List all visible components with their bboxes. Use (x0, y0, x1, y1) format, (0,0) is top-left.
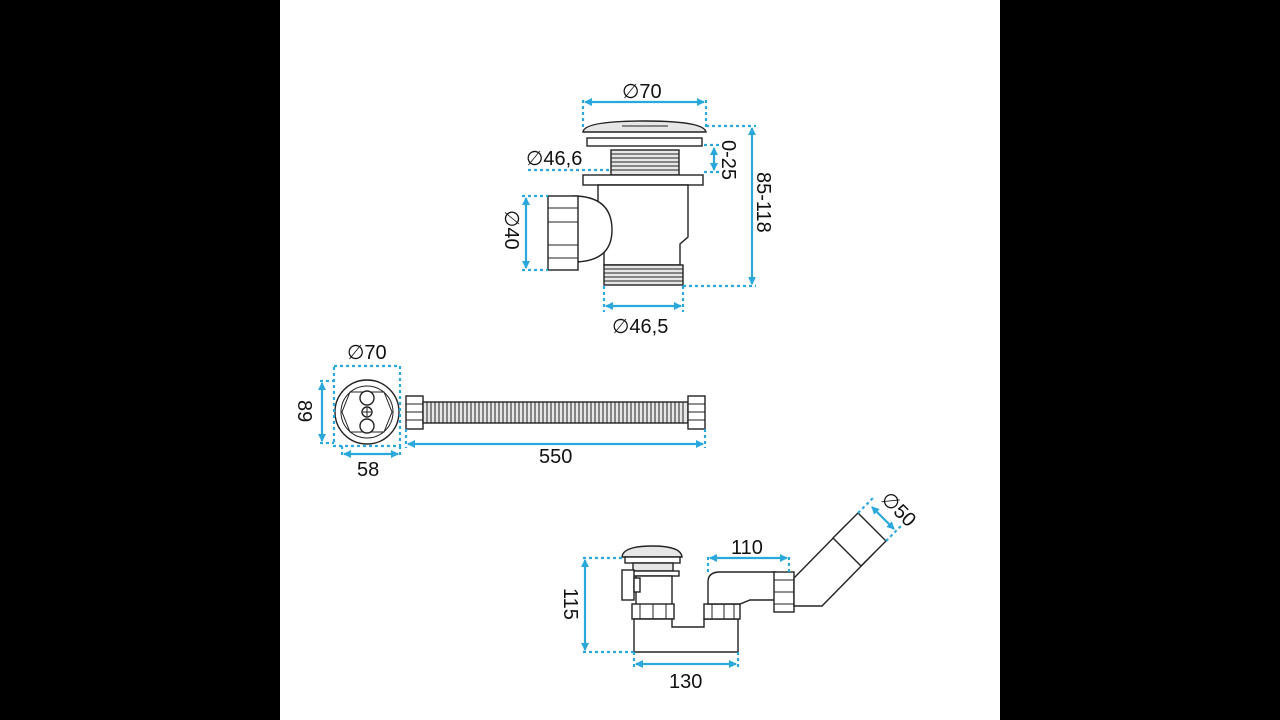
siphon-body (635, 575, 673, 607)
side-inlet (621, 569, 635, 601)
dim-top-diameter: ∅70 (622, 81, 662, 103)
dim-siphon-height: 115 (559, 588, 581, 620)
dim-outlet-diameter: ∅50 (876, 488, 920, 532)
cap-rim (586, 137, 703, 147)
side-nut (547, 195, 579, 271)
siphon-assembly-view: 115 110 ∅50 130 (559, 488, 920, 693)
dim-bottom-diameter: ∅46,5 (612, 316, 668, 338)
elbow-pipe (707, 571, 777, 605)
bottom-thread (603, 264, 684, 286)
dim-adjust-range: 0-25 (717, 140, 739, 180)
dim-side-diameter: ∅40 (500, 210, 522, 250)
side-elbow (572, 195, 613, 263)
flange (582, 174, 704, 186)
dim-height-range: 85-118 (752, 172, 774, 233)
siphon-cap (621, 545, 683, 558)
dim-trap-width: 58 (357, 459, 379, 481)
dim-base-width: 130 (669, 671, 702, 693)
dim-thread-diameter: ∅46,6 (526, 148, 582, 170)
trap-hose-view: ∅70 89 58 550 (293, 342, 707, 481)
dim-trap-height: 89 (293, 400, 315, 422)
drain-valve-view: ∅70 ∅46,6 0-25 85-118 ∅40 ∅46,5 (500, 81, 774, 338)
dim-hose-length: 550 (539, 446, 572, 468)
u-base (633, 618, 739, 653)
dim-trap-diameter: ∅70 (347, 342, 387, 364)
dim-outlet-distance: 110 (731, 537, 763, 559)
